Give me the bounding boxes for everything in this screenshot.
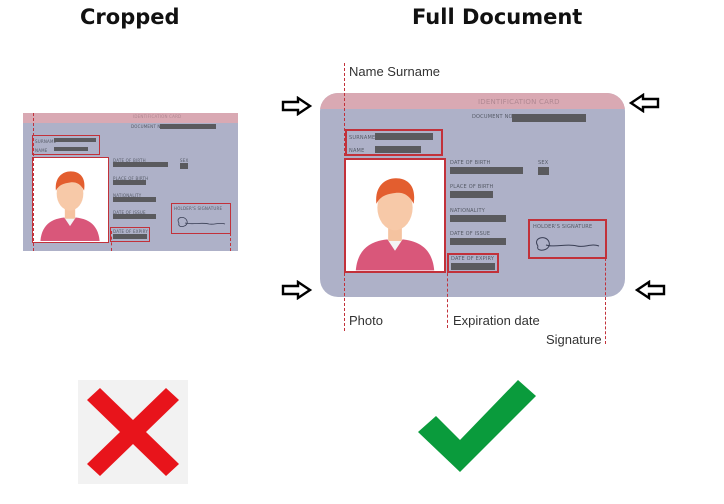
cropped-name-box xyxy=(32,135,100,155)
full-doe-bar xyxy=(451,263,495,270)
cropped-doi-bar xyxy=(113,214,156,219)
arrow-left-icon xyxy=(628,93,660,113)
full-signature-label: HOLDER'S SIGNATURE xyxy=(533,224,593,230)
full-pob-bar xyxy=(450,191,493,198)
cropped-doe-label: DATE OF EXPIRY xyxy=(113,229,149,234)
name-surname-guide xyxy=(344,63,345,331)
callout-name-surname: Name Surname xyxy=(349,64,441,79)
full-name-label: NAME xyxy=(349,148,365,154)
cropped-document-no-label: DOCUMENT NO xyxy=(131,124,164,129)
cropped-pob-bar xyxy=(113,180,146,185)
cropped-dob-label: DATE OF BIRTH xyxy=(113,158,146,163)
arrow-right-icon xyxy=(281,280,313,300)
full-document-no-label: DOCUMENT NO xyxy=(472,114,513,120)
cropped-photo xyxy=(32,157,109,243)
red-x-icon xyxy=(87,388,179,476)
cropped-nationality-label: NATIONALITY xyxy=(113,193,142,198)
callout-signature: Signature xyxy=(546,332,602,347)
full-sex-label: SEX xyxy=(538,160,549,166)
cropped-expiry-guide xyxy=(111,231,112,251)
cropped-card-title: IDENTIFICATION CARD xyxy=(133,114,182,119)
signature-guide xyxy=(605,258,606,344)
red-x-icon-tile xyxy=(78,380,188,484)
full-signature-scribble xyxy=(536,237,600,251)
cropped-nationality-bar xyxy=(113,197,156,202)
cropped-signature-guide xyxy=(230,233,231,251)
full-signature-box xyxy=(528,219,607,259)
full-card: IDENTIFICATION CARD DOCUMENT NO SURNAME … xyxy=(320,93,625,297)
full-dob-label: DATE OF BIRTH xyxy=(450,160,491,166)
cropped-card-header xyxy=(23,113,238,123)
full-surname-bar xyxy=(375,133,433,140)
callout-expiration-date: Expiration date xyxy=(453,313,540,328)
cropped-signature-label: HOLDER'S SIGNATURE xyxy=(174,206,223,211)
full-name-box xyxy=(345,129,443,156)
heading-full-document: Full Document xyxy=(412,5,583,29)
heading-cropped: Cropped xyxy=(80,5,180,29)
cropped-document-no-bar xyxy=(160,124,216,129)
cropped-sex-bar xyxy=(180,163,188,169)
cropped-card: IDENTIFICATION CARD DOCUMENT NO SURNAME … xyxy=(23,113,238,251)
full-dob-bar xyxy=(450,167,523,174)
full-doi-label: DATE OF ISSUE xyxy=(450,231,491,237)
cropped-surname-label: SURNAME xyxy=(35,139,57,144)
arrow-left-icon xyxy=(634,280,666,300)
expiration-date-guide xyxy=(447,268,448,328)
full-sex-bar xyxy=(538,167,549,175)
full-nationality-label: NATIONALITY xyxy=(450,208,485,214)
green-check-icon xyxy=(418,380,536,472)
full-surname-label: SURNAME xyxy=(349,135,376,141)
cropped-dob-bar xyxy=(113,162,168,167)
full-expiry-box xyxy=(447,253,499,273)
cropped-photo-guide xyxy=(33,113,34,251)
full-pob-label: PLACE OF BIRTH xyxy=(450,184,494,190)
cropped-expiry-box xyxy=(110,227,150,242)
cropped-doe-bar xyxy=(113,234,147,239)
cropped-sex-label: SEX xyxy=(180,158,189,163)
full-person-icon xyxy=(355,178,435,271)
full-photo xyxy=(344,158,446,273)
full-name-bar xyxy=(375,146,421,153)
cropped-doi-label: DATE OF ISSUE xyxy=(113,210,146,215)
callout-photo: Photo xyxy=(349,313,383,328)
cropped-signature-scribble xyxy=(177,217,226,227)
full-card-header xyxy=(320,93,625,109)
cropped-person-icon xyxy=(40,171,100,241)
full-nationality-bar xyxy=(450,215,506,222)
cropped-name-bar xyxy=(54,147,88,151)
cropped-surname-bar xyxy=(54,138,96,142)
full-doe-label: DATE OF EXPIRY xyxy=(451,256,495,262)
cropped-signature-box xyxy=(171,203,231,234)
arrow-right-icon xyxy=(281,96,313,116)
full-doi-bar xyxy=(450,238,506,245)
full-card-title: IDENTIFICATION CARD xyxy=(478,98,560,106)
cropped-pob-label: PLACE OF BIRTH xyxy=(113,176,149,181)
full-document-no-bar xyxy=(512,114,586,122)
cropped-name-label: NAME xyxy=(35,148,48,153)
